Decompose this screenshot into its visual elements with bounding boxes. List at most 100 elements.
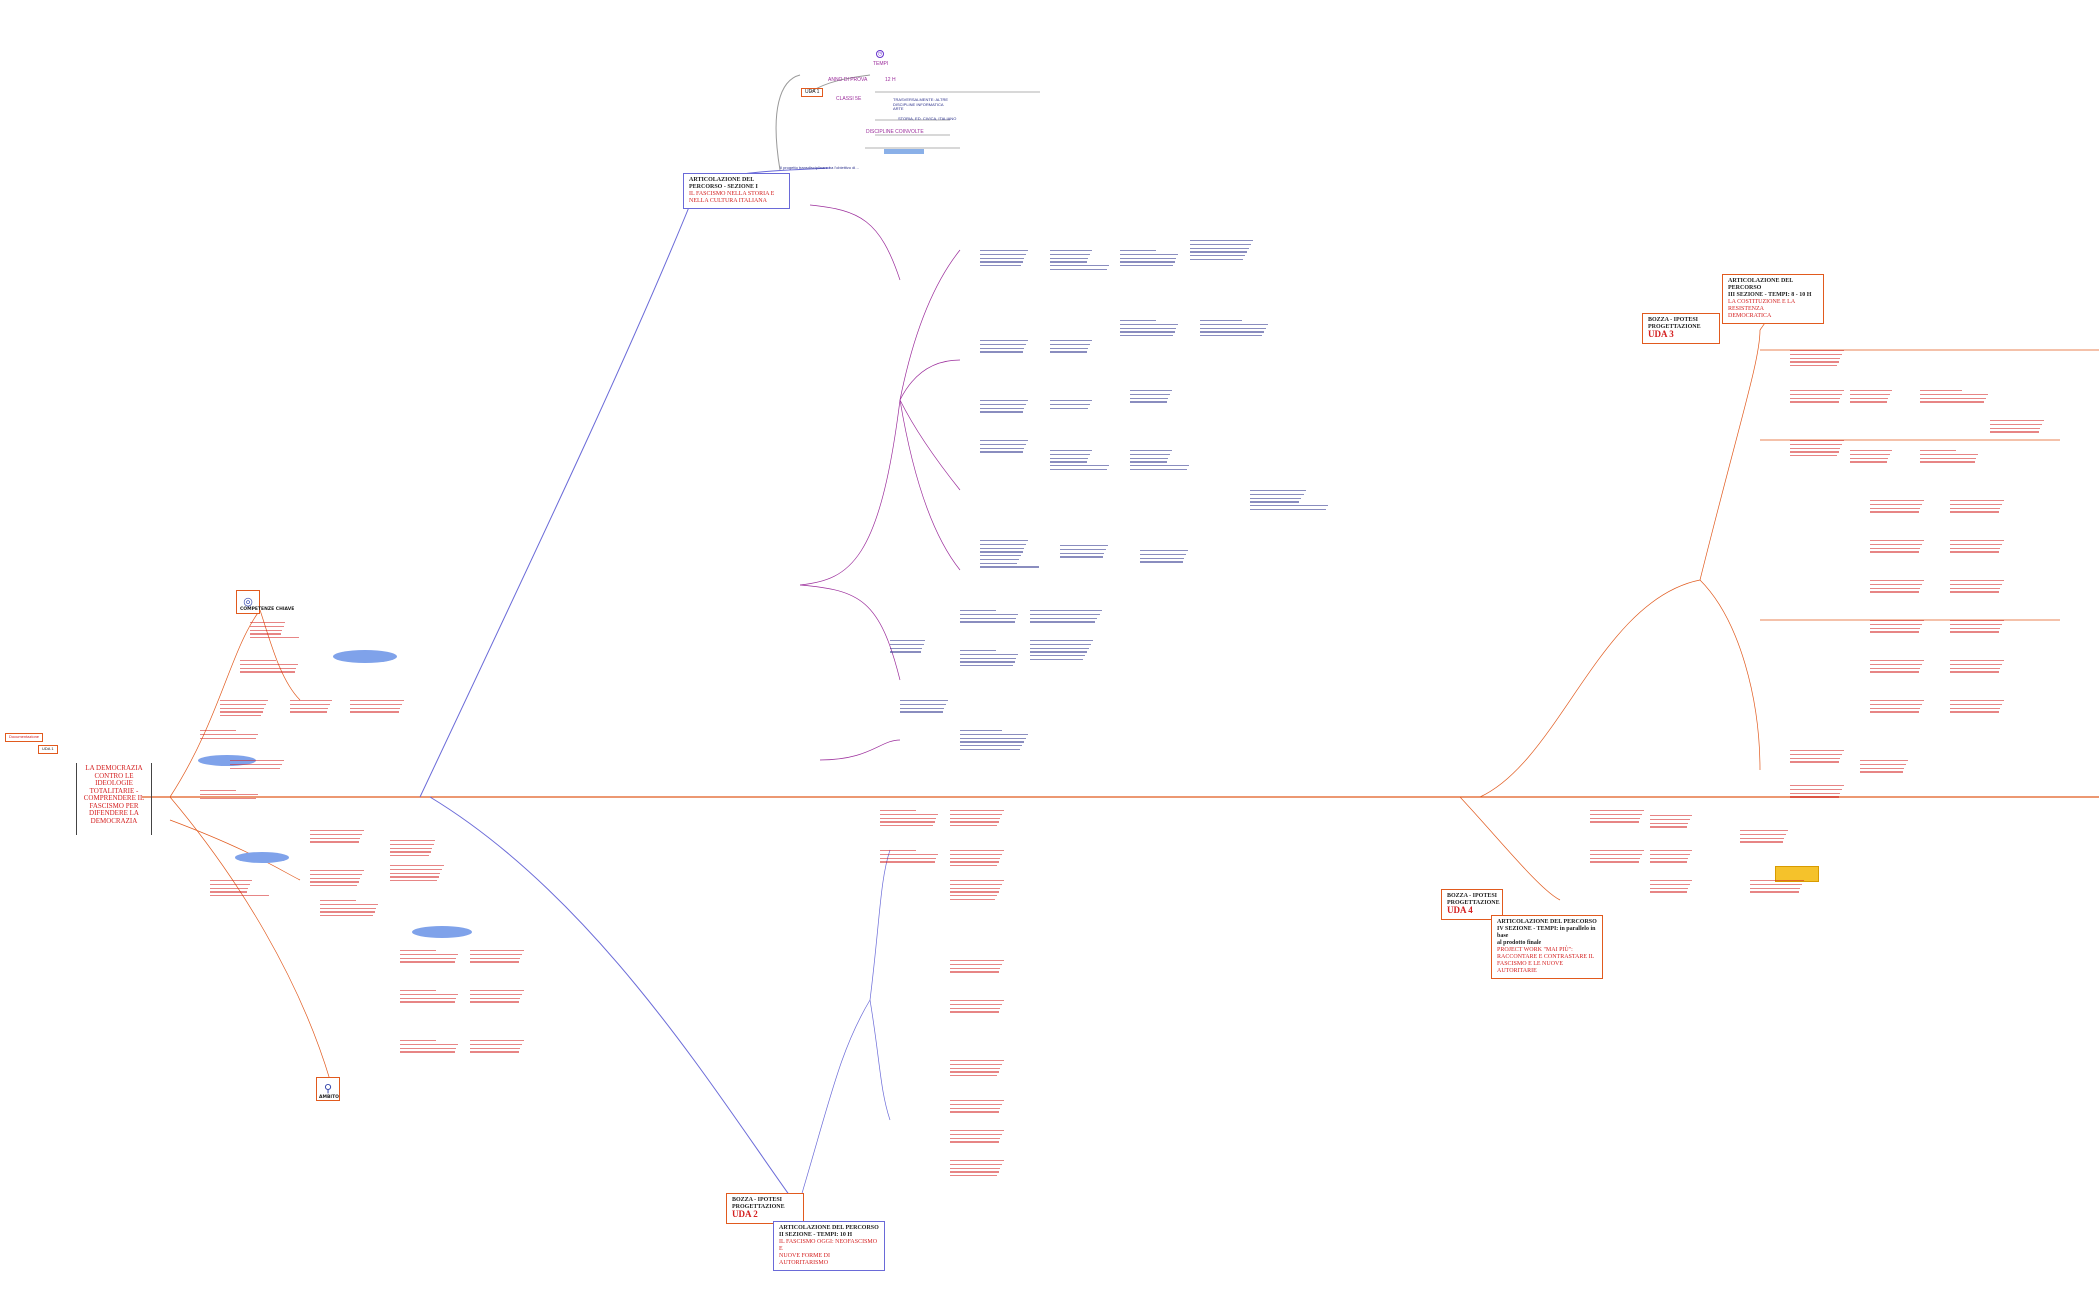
text-line [980,257,1025,259]
text-line [390,840,435,842]
text-line [1790,757,1841,759]
text-line [1250,490,1306,492]
text-line [1870,591,1919,593]
illegible-text-block [470,1040,530,1055]
text-line [1590,853,1643,855]
text-line [1050,253,1091,255]
sezione-2-box[interactable]: ARTICOLAZIONE DEL PERCORSO II SEZIONE - … [773,1221,885,1271]
text-line [1200,335,1262,337]
text-line [1130,393,1171,395]
target-icon[interactable]: ◎ [236,590,260,614]
uda1-badge[interactable]: UDA 1 [801,88,824,97]
text-line [1750,891,1799,893]
text-line [960,661,1015,663]
text-line [1790,792,1841,794]
text-line [950,891,999,893]
text-line [1870,667,1921,669]
text-line [950,1067,1001,1069]
sezione-4-box[interactable]: ARTICOLAZIONE DEL PERCORSO IV SEZIONE - … [1491,915,1603,979]
text-line [1870,503,1923,505]
text-line [390,847,432,849]
magnifier-icon[interactable]: ⚲ [316,1077,340,1101]
text-line [390,876,439,878]
illegible-text-block [1130,450,1190,473]
text-line [320,915,373,917]
text-line [980,566,1040,568]
text-line [1790,365,1837,367]
text-line [880,853,939,855]
illegible-text-block [1950,700,2010,715]
sezione-1-box[interactable]: ARTICOLAZIONE DEL PERCORSO - SEZIONE I I… [683,173,790,209]
text-line [1250,505,1329,507]
text-line [960,745,1022,747]
text-line [1030,651,1087,653]
text-line [1850,450,1892,452]
text-line [1850,390,1892,392]
text-line [1130,468,1187,471]
text-line [1250,497,1302,499]
text-line [1130,397,1169,399]
illegible-text-block [1870,580,1930,595]
text-line [1790,390,1844,392]
text-line [1790,785,1844,787]
text-line [400,953,459,955]
text-line [400,990,436,992]
text-line [1650,850,1692,852]
central-topic-text: LA DEMOCRAZIA CONTRO LE IDEOLOGIE TOTALI… [83,764,145,825]
text-line [880,857,937,859]
text-line [950,1163,1003,1165]
text-line [310,877,361,879]
uda1-small-node[interactable]: UDA 1 [38,745,58,754]
text-line [960,730,1002,732]
text-line [950,817,1001,819]
illegible-text-block [950,850,1010,869]
text-line [1870,711,1919,713]
text-line [1950,503,2003,505]
uda2-bozza-box[interactable]: BOZZA - IPOTESI PROGETTAZIONE UDA 2 [726,1193,804,1224]
text-line [1870,700,1924,702]
text-line [1190,240,1253,242]
text-line [390,851,431,853]
discipline-list: TRASVERSALMENTE: ALTRE DISCIPLINE INFORM… [893,97,949,112]
text-line [1790,455,1837,457]
text-line [1590,821,1639,823]
text-line [1950,700,2004,702]
sezione-3-box[interactable]: ARTICOLAZIONE DEL PERCORSO III SEZIONE -… [1722,274,1824,324]
illegible-text-block [950,1160,1010,1179]
anno-label: ANNO DI PROVA [828,77,868,83]
illegible-text-block [350,700,410,715]
text-line [1850,453,1891,455]
text-line [900,703,947,705]
central-topic[interactable]: LA DEMOCRAZIA CONTRO LE IDEOLOGIE TOTALI… [76,763,152,835]
tempi-label: TEMPI [873,61,889,67]
text-line [250,637,299,639]
text-line [1990,423,2043,425]
text-line [1950,711,1999,713]
text-line [960,665,1013,667]
sezione-1-title: ARTICOLAZIONE DEL PERCORSO - SEZIONE I [689,177,758,190]
illegible-text-block [950,810,1010,829]
documentazione-node[interactable]: Documentazione [5,733,44,742]
link-chip[interactable] [884,149,924,154]
text-line [950,1111,999,1113]
text-line [1740,841,1783,843]
target-icon-glyph: ◎ [243,595,253,608]
uda4-bozza-box[interactable]: BOZZA - IPOTESI PROGETTAZIONE UDA 4 [1441,889,1503,920]
text-line [1140,550,1188,552]
text-line [1950,547,2001,549]
text-line [1050,265,1109,267]
text-line [1750,887,1801,889]
text-line [950,1160,1004,1162]
text-line [1140,561,1183,563]
text-line [980,347,1025,349]
text-line [1590,850,1644,852]
text-line [900,707,945,709]
text-line [1870,511,1919,513]
text-line [890,640,925,642]
uda3-bozza-box[interactable]: BOZZA - IPOTESI PROGETTAZIONE UDA 3 [1642,313,1720,344]
text-line [980,253,1027,255]
text-line [1030,610,1102,612]
illegible-text-block [1050,400,1110,411]
branches-sez1-sub [799,204,961,761]
text-line [220,700,268,702]
